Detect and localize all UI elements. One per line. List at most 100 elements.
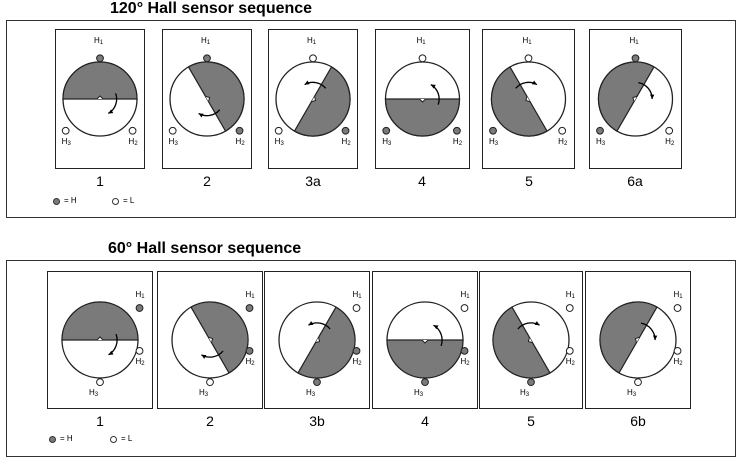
shaft-notch [634,336,640,343]
hall-sensor-h2-label: H2 [128,136,138,147]
rotor-diagram [386,301,469,387]
hall-sensor-h1-indicator [460,304,469,312]
step-caption: 1 [96,413,104,429]
hall-sensor-h2-label: H2 [245,356,255,367]
hall-sensor-h1-indicator [565,304,574,312]
step-caption: 6b [630,413,646,429]
shaft-notch [96,95,104,100]
hall-sensor-h3-indicator [421,378,429,387]
hall-sensor-h2-label: H2 [565,356,575,367]
hall-sensor-h3-label: H3 [61,136,71,147]
hall-sensor-h3-label: H3 [168,136,178,147]
rotor-diagram [61,54,138,137]
arrowhead-icon [108,350,114,355]
arrowhead-icon [531,80,537,85]
hall-sensor-h3-label: H3 [306,388,316,399]
hall-sensor-h1-indicator [418,54,427,63]
step-caption: 2 [203,173,211,189]
magnet-north-half [490,66,548,137]
hall-sensor-h3-label: H3 [199,388,209,399]
legend-low-label: = L [123,196,135,205]
hall-sensor-h3-label: H3 [274,136,284,147]
hall-sensor-h2-label: H2 [235,136,245,147]
hall-sensor-h2-label: H2 [452,136,463,147]
legend-low: = L [112,196,134,206]
hall-sensor-h3-indicator [382,126,391,135]
step-caption: 2 [206,413,214,429]
hall-sensor-h3-label: H3 [627,388,637,399]
hall-sensor-h3-indicator [313,378,321,387]
hall-sensor-h1-label: H1 [352,290,362,301]
hall-sensor-h2-label: H2 [460,356,470,367]
hall-sensor-h2-label: H2 [665,136,675,147]
magnet-north-half [297,306,356,379]
hall-sensor-h2-indicator [460,346,469,355]
rotor-diagram [382,54,461,137]
hall-sensor-h1-label: H1 [673,290,683,301]
arrowhead-icon [534,321,540,326]
hall-sensor-h1-label: H1 [307,36,317,47]
hall-sensor-h1-label: H1 [629,36,639,47]
hall-sensor-h1-label: H1 [135,290,145,301]
hall-sensor-h1-indicator [352,304,361,312]
rotor-diagram [596,54,674,137]
open-dot-icon [110,435,117,443]
hall-sensor-h2-indicator [558,126,567,135]
hall-sensor-h1-indicator [673,304,682,312]
hall-sensor-h3-indicator [527,378,535,387]
hall-sensor-h3-label: H3 [596,136,606,147]
hall-sensor-h3-indicator [489,126,497,135]
magnet-north-half [597,61,655,132]
arrowhead-icon [304,80,310,85]
filled-dot-icon [53,197,60,205]
open-dot-icon [112,197,119,205]
shaft-notch [421,339,429,344]
magnet-north-half [384,98,461,137]
shaft-notch [96,336,104,341]
shaft-notch [315,337,321,344]
hall-sensor-h3-indicator [206,378,214,387]
rotor-diagram [278,301,361,387]
step-caption: 3b [309,413,325,429]
arrowhead-icon [108,109,114,114]
arrowhead-icon [308,321,314,326]
hall-sensor-h3-indicator [596,126,604,135]
step-caption: 1 [96,173,104,189]
hall-sensor-h2-label: H2 [135,356,145,367]
hall-sensor-h1-label: H1 [201,36,211,47]
hall-sensor-h2-label: H2 [352,356,362,367]
hall-sensor-h1-label: H1 [416,36,426,47]
section-title-120: 120° Hall sensor sequence [110,0,313,17]
hall-sensor-h1-indicator [96,54,104,63]
arrowhead-icon [198,113,204,118]
step-caption: 3a [305,173,321,189]
step-caption: 4 [418,173,426,189]
legend-low: = L [110,434,132,444]
hall-sensor-h1-indicator [135,304,144,312]
hall-sensor-h2-indicator [235,126,244,135]
hall-sensor-h3-label: H3 [520,388,530,399]
rotor-diagram [599,301,682,387]
legend-high-label: = H [64,196,77,205]
hall-sensor-h1-indicator [631,54,640,63]
shaft-notch [208,336,214,343]
hall-sensor-h3-label: H3 [382,136,392,147]
hall-sensor-h2-indicator [135,346,144,355]
hall-sensor-h3-indicator [274,126,283,135]
legend-high-label: = H [60,434,73,443]
hall-sensor-h2-indicator [665,126,674,135]
step-caption: 5 [527,413,535,429]
rotor-diagram [171,301,254,387]
legend-high: = H [49,434,73,444]
